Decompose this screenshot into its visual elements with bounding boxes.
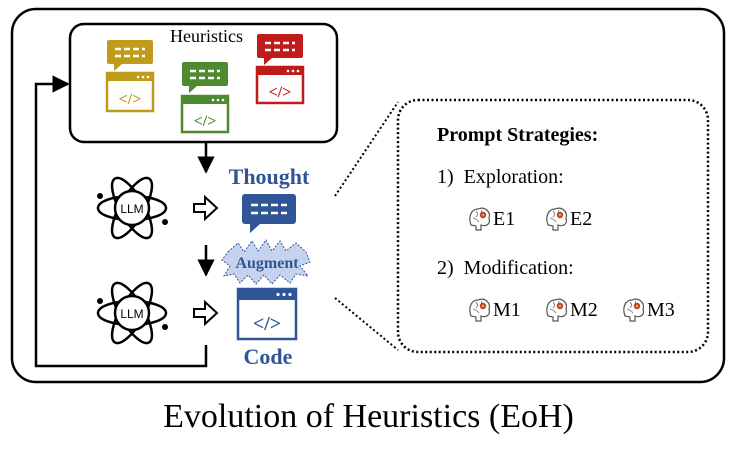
heuristics-label: Heuristics [170,26,243,46]
llm-atom-icon [96,176,168,240]
svg-text:</>: </> [119,91,142,108]
feedback-loop-arrow [34,75,208,368]
strategy-label: M3 [647,299,675,321]
hollow-arrow-icon [193,299,219,327]
code-window-icon: </> [255,65,305,105]
strategy-label: E2 [570,208,592,230]
outer-frame [10,7,726,384]
strategy-label: M1 [493,299,521,321]
svg-text:</>: </> [253,313,281,335]
zoom-line [334,297,399,351]
hollow-arrow-icon [193,194,219,222]
code-window-icon: </> [105,71,155,113]
svg-text:</>: </> [269,84,292,101]
strategy-label: E1 [493,208,515,230]
llm-label: LLM [120,202,143,216]
brain-icon [469,298,491,322]
svg-text:</>: </> [194,113,217,130]
speech-bubble-icon [107,40,153,71]
exploration-items: E1 E2 [469,207,592,231]
llm-atom-icon [96,281,168,345]
brain-icon [469,207,491,231]
code-window-icon: </> [236,287,298,341]
zoom-line [334,101,399,197]
modification-items: M1 M2 M3 [469,298,675,322]
llm-label: LLM [120,307,143,321]
speech-bubble-icon [257,34,303,65]
thought-label: Thought [229,164,310,189]
speech-bubble-icon [182,62,228,93]
brain-icon [546,298,568,322]
augment-burst-icon [221,239,311,285]
brain-icon [623,298,645,322]
modification-label: 2) Modification: [437,257,574,279]
strategy-label: M2 [570,299,598,321]
prompt-strategies-title: Prompt Strategies: [437,124,598,146]
figure-caption: Evolution of Heuristics (EoH) [163,398,574,435]
augment-label: Augment [235,255,299,272]
code-label: Code [244,344,293,369]
code-window-icon: </> [180,94,230,134]
brain-icon [546,207,568,231]
speech-bubble-icon [242,194,296,233]
exploration-label: 1) Exploration: [437,166,564,188]
